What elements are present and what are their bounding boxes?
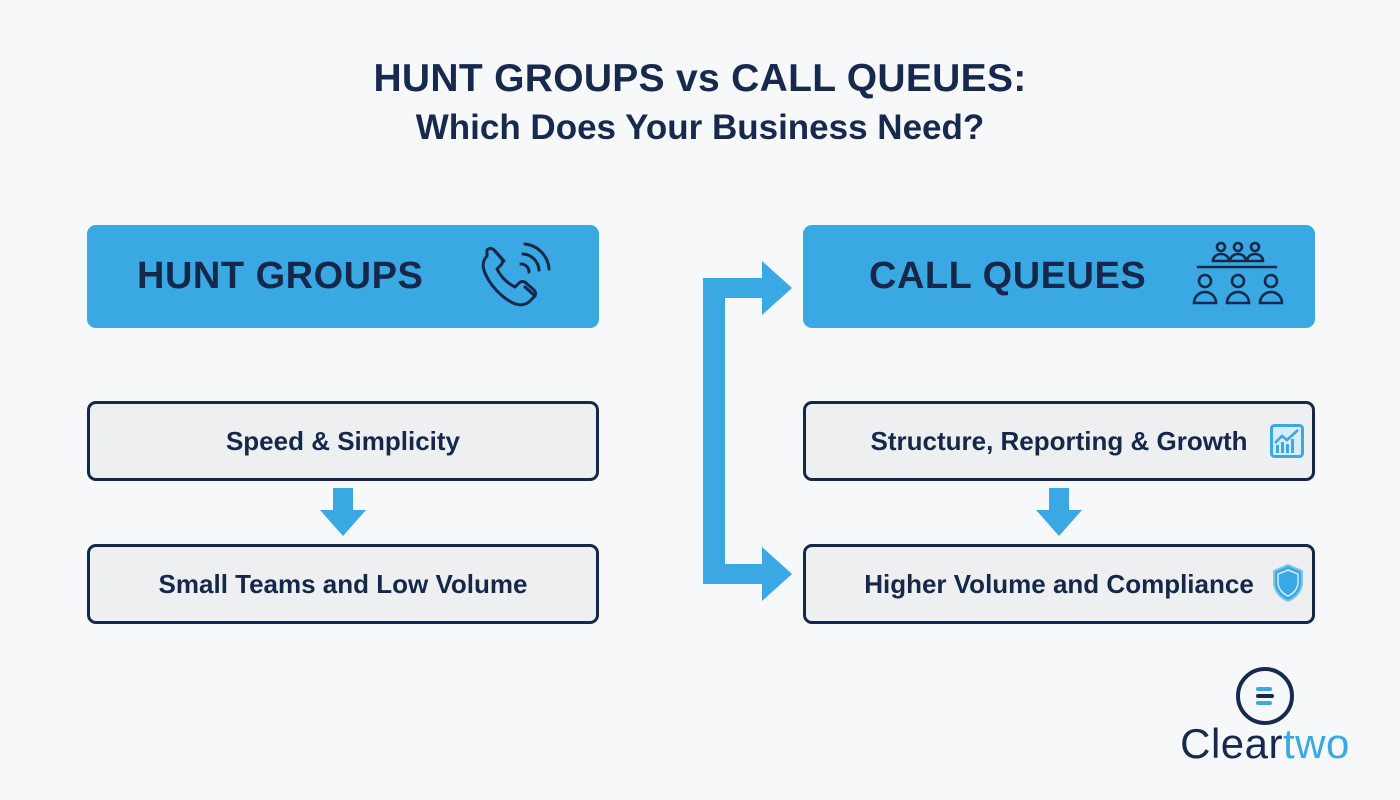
- hunt-groups-header-label: HUNT GROUPS: [137, 255, 424, 297]
- down-arrow-icon: [1036, 488, 1082, 536]
- title-line-1: HUNT GROUPS vs CALL QUEUES:: [373, 57, 1027, 100]
- bracket-arrow-connector: [703, 261, 792, 601]
- page-title: HUNT GROUPS vs CALL QUEUES: Which Does Y…: [0, 55, 1400, 151]
- item-label: Higher Volume and Compliance: [864, 568, 1254, 599]
- equals-circle-icon: [1234, 665, 1296, 732]
- hunt-groups-item-small-teams: Small Teams and Low Volume: [87, 544, 599, 624]
- logo-wordmark: Cleartwo: [1180, 720, 1350, 767]
- title-line-2: Which Does Your Business Need?: [415, 108, 985, 147]
- team-hierarchy-icon: [1188, 239, 1288, 316]
- item-label: Small Teams and Low Volume: [158, 568, 528, 599]
- item-label: Speed & Simplicity: [225, 425, 461, 456]
- call-queues-item-structure: Structure, Reporting & Growth: [803, 401, 1315, 481]
- down-arrow-icon: [320, 488, 366, 536]
- call-queues-header: CALL QUEUES: [803, 225, 1315, 328]
- hunt-groups-header: HUNT GROUPS: [87, 225, 599, 328]
- hunt-groups-item-speed: Speed & Simplicity: [87, 401, 599, 481]
- cleartwo-logo: Cleartwo: [1170, 665, 1360, 775]
- shield-icon: [1272, 563, 1304, 610]
- call-queues-item-higher-volume: Higher Volume and Compliance: [803, 544, 1315, 624]
- phone-ringing-icon: [477, 240, 557, 321]
- call-queues-header-label: CALL QUEUES: [869, 255, 1147, 297]
- item-label: Structure, Reporting & Growth: [870, 425, 1248, 456]
- growth-chart-icon: [1270, 424, 1304, 465]
